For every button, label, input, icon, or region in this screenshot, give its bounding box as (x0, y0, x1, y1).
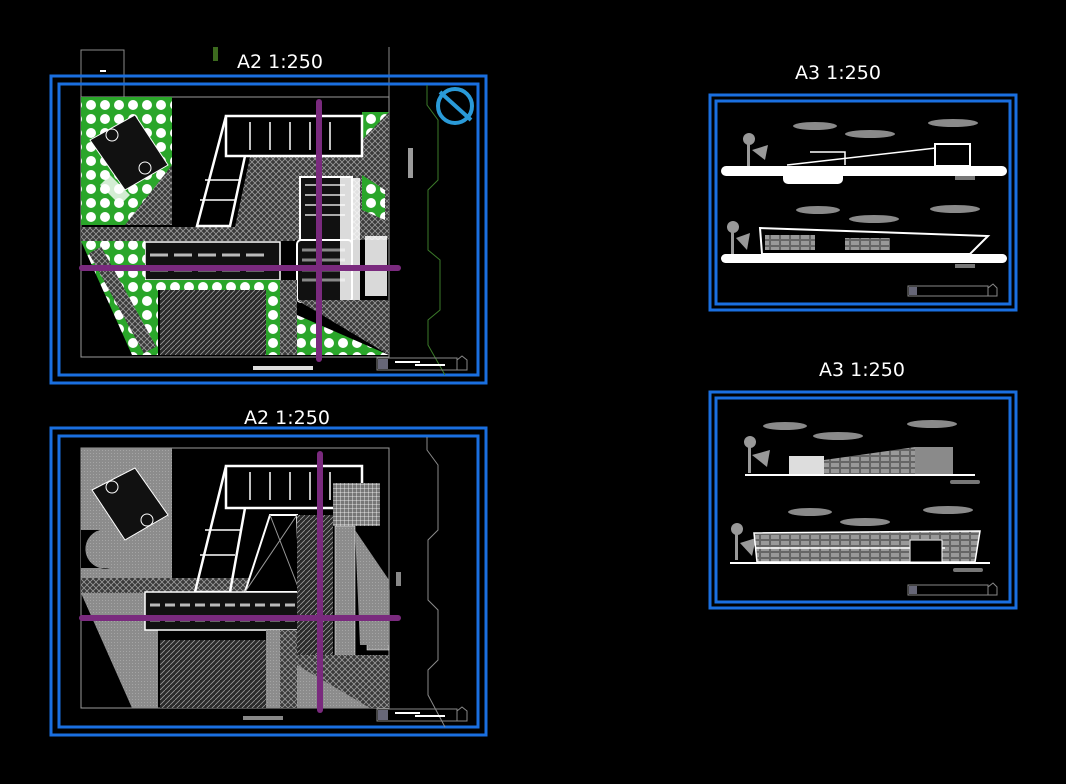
tree-icon (727, 133, 768, 256)
basketball-court (89, 114, 169, 191)
street-name-label (253, 366, 313, 370)
sheet-inner-frame (714, 99, 1012, 306)
paved-path (125, 165, 172, 225)
green-area (362, 112, 389, 140)
main-building (144, 464, 364, 631)
sheet-scale-label: A3 1:250 (819, 359, 905, 381)
north-arrow-icon (436, 87, 474, 125)
marker (100, 70, 106, 72)
pedestrian-walkway (81, 227, 295, 241)
hatched-lot (160, 640, 266, 708)
marker (396, 572, 401, 586)
elevations-sheet-1: A3 1:250 (708, 62, 1018, 312)
north-elevation (721, 143, 1007, 184)
court-circle (138, 161, 152, 175)
site-plan-sheet-2: A2 1:250 (49, 407, 488, 737)
paved-path (280, 280, 297, 355)
title-block (376, 706, 468, 722)
title-block (907, 283, 998, 297)
street-name-label (408, 148, 413, 178)
sheet-outer-frame (708, 390, 1018, 610)
sheet-outer-frame (49, 74, 488, 385)
site-plan-sheet-1: A2 1:250 (49, 47, 488, 385)
hatched-lot (160, 290, 266, 355)
tree-row (266, 280, 280, 355)
sheet-scale-label: A3 1:250 (795, 62, 881, 84)
grid-courtyard (333, 483, 380, 526)
green-area (362, 175, 385, 220)
sheet-inner-frame (57, 82, 480, 377)
south-elevation (721, 226, 1007, 268)
street-edge (426, 85, 446, 376)
main-building (144, 114, 387, 303)
landscape-area (355, 530, 389, 645)
sheet-inner-frame (714, 396, 1012, 604)
layer-marker (213, 47, 218, 61)
sheet-scale-label: A2 1:250 (244, 407, 330, 429)
parking-row (334, 525, 356, 657)
elevations-sheet-2: A3 1:250 (708, 359, 1018, 610)
tree-row (145, 280, 280, 290)
sheet-outer-frame (708, 93, 1018, 312)
court-circle (105, 128, 119, 142)
plaza-curve (81, 530, 110, 569)
street-edge (426, 437, 446, 728)
title-block (376, 355, 468, 371)
sheet-scale-label: A2 1:250 (237, 51, 323, 73)
paved-path (280, 630, 297, 708)
court-circle (140, 513, 154, 527)
sheet-inner-frame (57, 434, 480, 729)
west-elevation (730, 530, 990, 572)
landscape-strip (81, 593, 158, 708)
landscape-strip (266, 630, 280, 708)
tree-icon (731, 436, 770, 560)
bleachers (100, 175, 130, 205)
clouds (793, 119, 980, 223)
sheet-outer-frame (49, 426, 488, 737)
basketball-court (91, 467, 169, 541)
court-circle (105, 480, 119, 494)
east-elevation (745, 447, 980, 484)
clouds (763, 420, 973, 526)
hatched-strip (297, 515, 333, 655)
property-lines (80, 47, 390, 97)
landscape-area (297, 665, 370, 708)
street-name-label (243, 716, 283, 720)
title-block (907, 582, 998, 596)
